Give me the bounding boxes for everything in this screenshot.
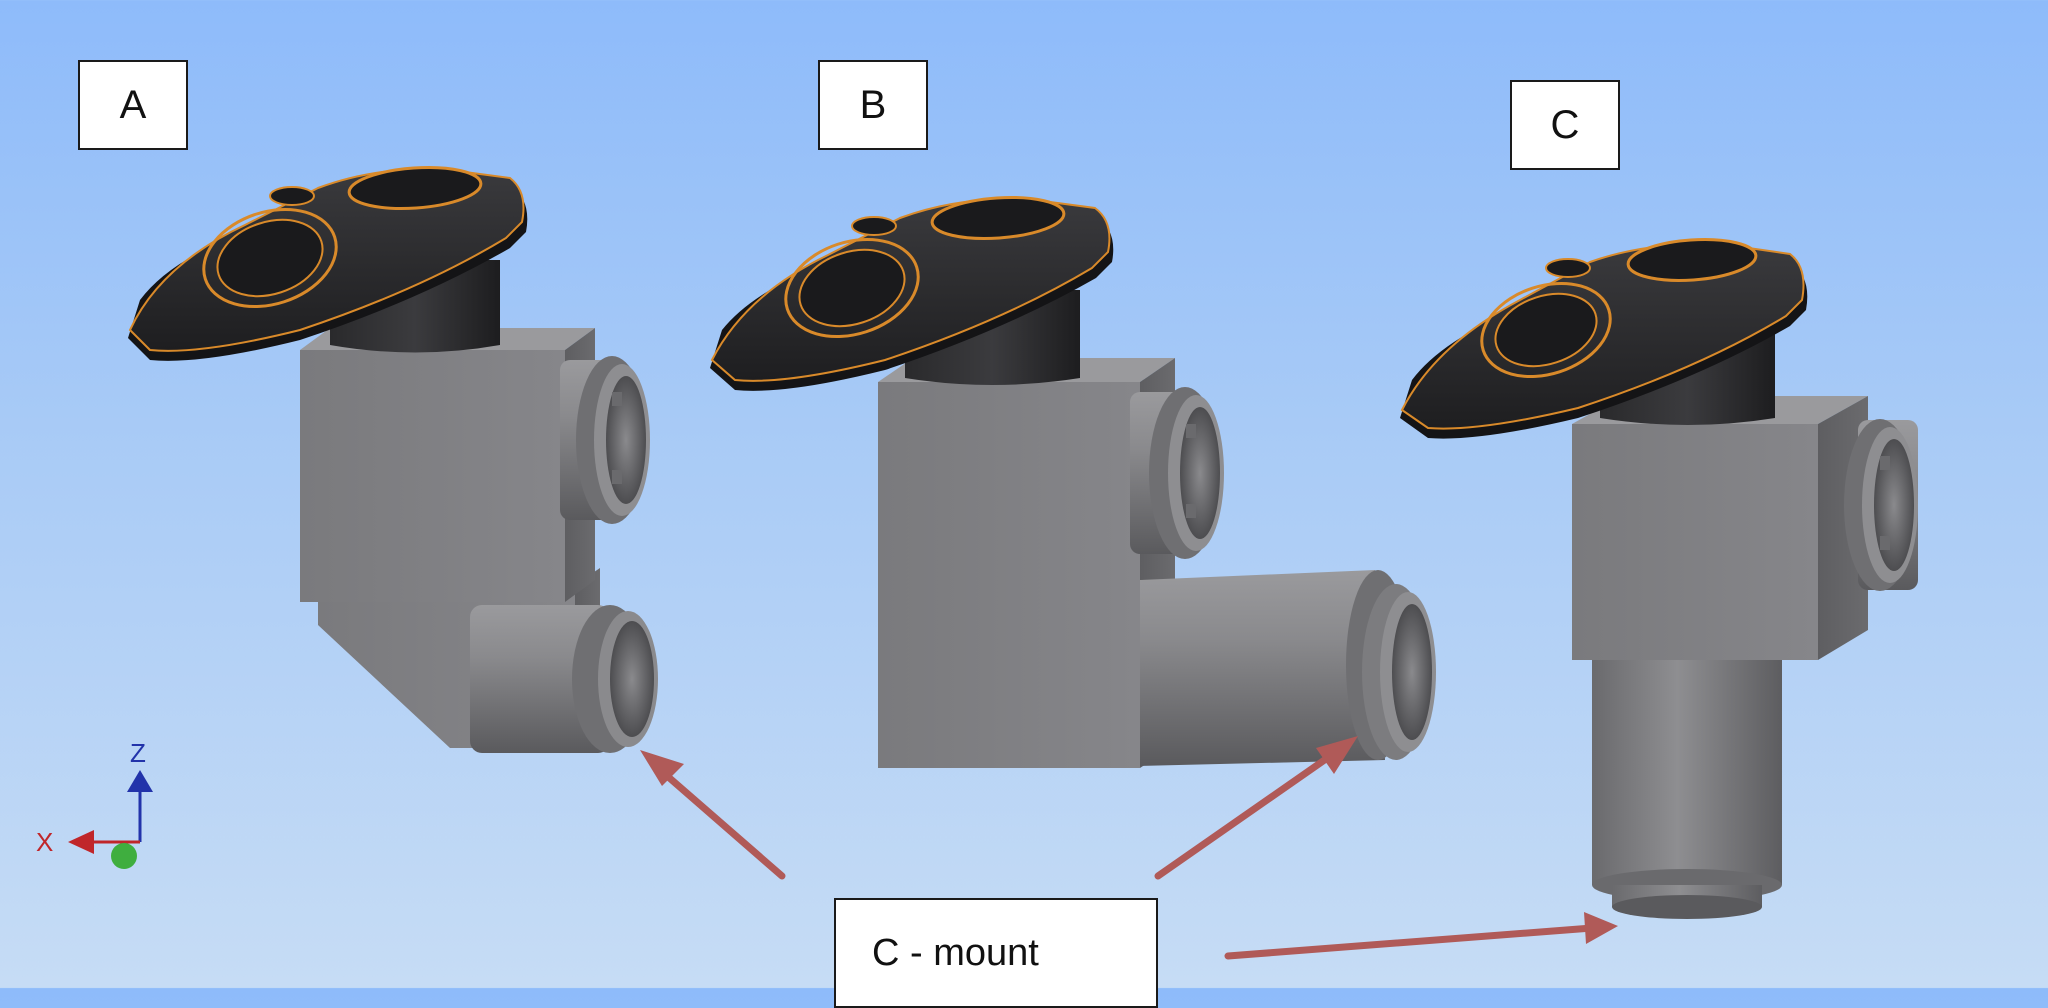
arrow-to-b — [1154, 736, 1358, 880]
model-c — [1400, 238, 1918, 919]
model-a-cap — [128, 166, 528, 361]
model-b-box-front — [878, 382, 1140, 768]
model-c-box-front — [1572, 424, 1818, 660]
arrow-to-c — [1224, 912, 1618, 960]
model-c-cap — [1400, 238, 1808, 439]
label-a-text: A — [119, 82, 147, 127]
callout-c-mount: C - mount — [834, 898, 1158, 1008]
callout-arrows — [640, 736, 1618, 960]
model-b-cmount-port — [1140, 570, 1436, 766]
x-axis-label: X — [36, 827, 53, 857]
model-b-cap — [710, 196, 1114, 391]
x-axis-arrow — [68, 830, 94, 854]
callout-c-mount-text: C - mount — [872, 931, 1039, 974]
axis-origin — [111, 843, 137, 869]
axis-triad: Z X — [36, 738, 153, 869]
z-axis-label: Z — [130, 738, 146, 768]
z-axis-arrow — [127, 770, 153, 792]
model-c-cmount-port — [1592, 660, 1782, 919]
model-a-box-front — [300, 350, 565, 602]
model-b — [710, 196, 1436, 768]
model-a-side-port — [560, 356, 650, 524]
label-c: C — [1510, 80, 1620, 170]
label-a: A — [78, 60, 188, 150]
model-a — [128, 166, 658, 753]
model-c-side-port — [1844, 419, 1918, 591]
arrow-to-a — [640, 750, 786, 880]
label-c-text: C — [1550, 102, 1580, 147]
label-b: B — [818, 60, 928, 150]
label-b-text: B — [859, 82, 887, 127]
model-a-cmount-port — [470, 605, 658, 753]
model-b-side-port — [1130, 387, 1224, 559]
